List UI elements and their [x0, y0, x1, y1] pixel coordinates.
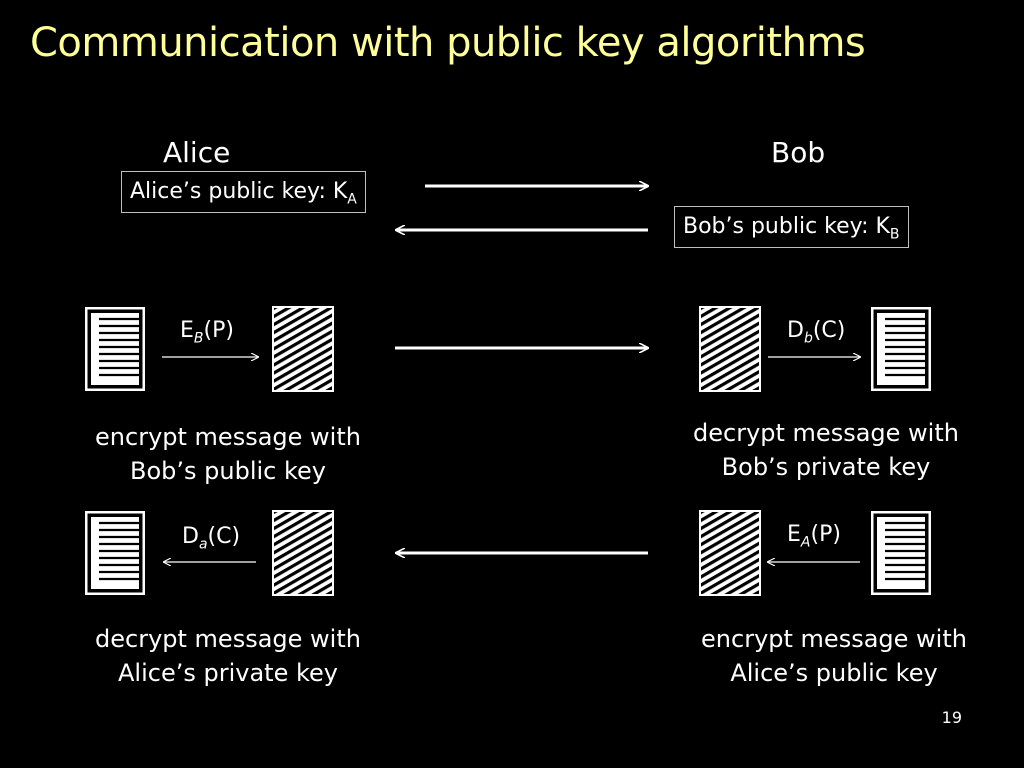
encrypt-bob-op-label: EB(P) — [180, 318, 234, 346]
op-arg: (C) — [812, 318, 846, 343]
plaintext-document-icon — [869, 305, 933, 393]
ciphertext-document-icon — [699, 306, 761, 392]
caption-line: encrypt message with — [95, 423, 361, 451]
op-sub: A — [800, 534, 811, 551]
alice-public-key-box: Alice’s public key: KA — [121, 171, 366, 213]
alice-label: Alice — [163, 136, 231, 169]
bob-public-key-box: Bob’s public key: KB — [674, 206, 909, 248]
caption-alice-decrypt: decrypt message with Alice’s private key — [80, 622, 376, 690]
op-arg: (P) — [810, 522, 841, 547]
caption-bob-decrypt: decrypt message with Bob’s private key — [676, 416, 976, 484]
op-fn: E — [180, 318, 194, 343]
ciphertext-document-icon — [699, 510, 761, 596]
caption-line: encrypt message with — [701, 625, 967, 653]
op-sub: a — [198, 536, 208, 553]
alice-key-text: Alice’s public key: K — [130, 179, 348, 204]
encrypt-alice-op-label: EA(P) — [787, 522, 841, 550]
plaintext-document-icon — [83, 305, 147, 393]
op-arg: (C) — [207, 524, 241, 549]
decrypt-bob-op-label: Db(C) — [787, 318, 845, 346]
slide-title: Communication with public key algorithms — [30, 20, 866, 66]
caption-line: decrypt message with — [95, 625, 361, 653]
bob-key-subscript: B — [889, 226, 900, 243]
op-fn: D — [787, 318, 804, 343]
plaintext-document-icon — [83, 509, 147, 597]
caption-line: Alice’s private key — [118, 659, 338, 687]
op-fn: D — [182, 524, 199, 549]
caption-alice-encrypt: encrypt message with Bob’s public key — [80, 420, 376, 488]
bob-label: Bob — [771, 136, 826, 169]
caption-line: Alice’s public key — [730, 659, 938, 687]
caption-line: decrypt message with — [693, 419, 959, 447]
alice-key-subscript: A — [347, 191, 357, 208]
caption-line: Bob’s private key — [721, 453, 931, 481]
op-sub: B — [193, 330, 204, 347]
ciphertext-document-icon — [272, 510, 334, 596]
op-sub: b — [803, 330, 813, 347]
decrypt-alice-op-label: Da(C) — [182, 524, 240, 552]
page-number: 19 — [941, 708, 962, 727]
caption-bob-encrypt: encrypt message with Alice’s public key — [684, 622, 984, 690]
caption-line: Bob’s public key — [130, 457, 326, 485]
op-arg: (P) — [203, 318, 234, 343]
bob-key-text: Bob’s public key: K — [683, 214, 890, 239]
ciphertext-document-icon — [272, 306, 334, 392]
plaintext-document-icon — [869, 509, 933, 597]
op-fn: E — [787, 522, 801, 547]
